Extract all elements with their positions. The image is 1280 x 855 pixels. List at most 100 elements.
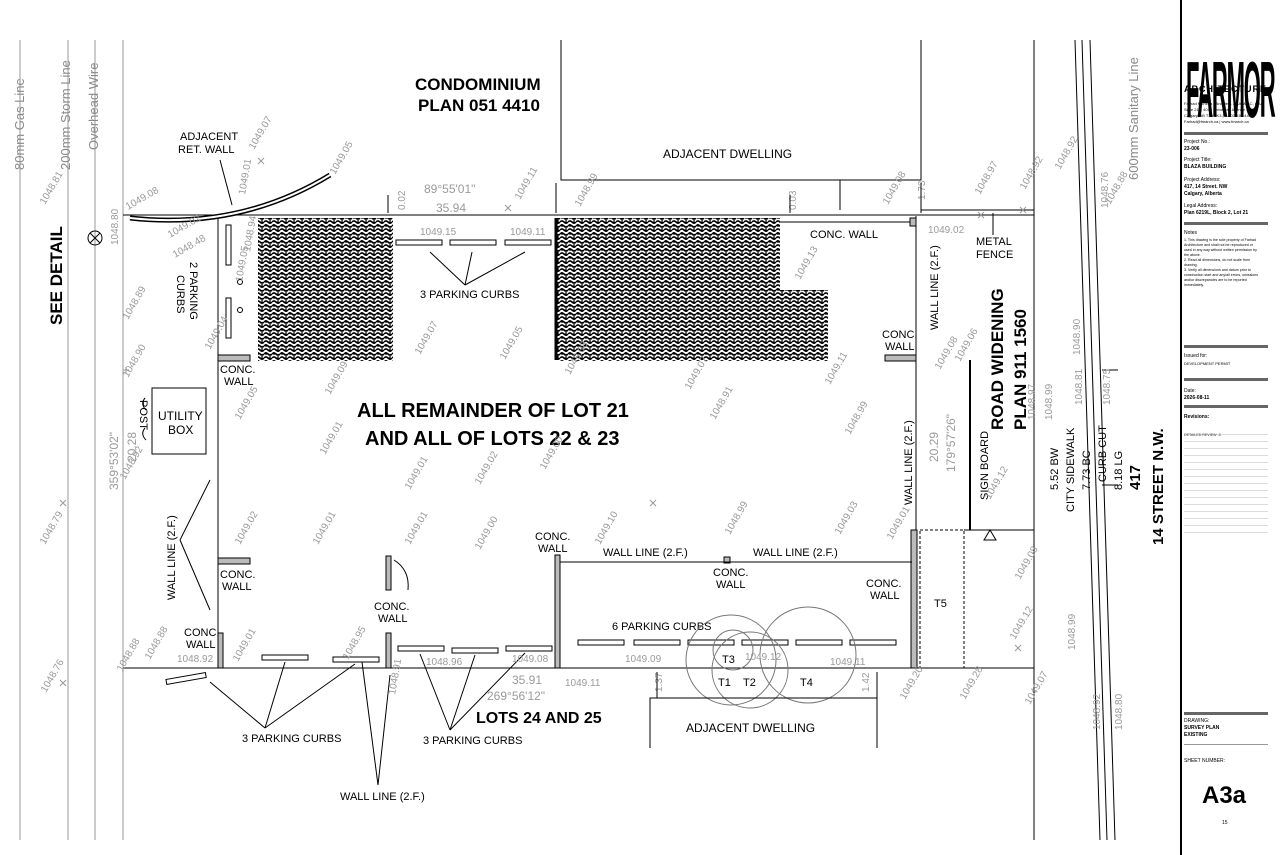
svg-text:1049.11: 1049.11 [510,227,546,238]
parking-3-curbs-mid-label: 3 PARKING CURBS [423,735,522,747]
dim-0-02: 0.02 [397,190,408,210]
post-label: POST [137,400,149,430]
dim-right-bearing: 179°57'26" [944,414,958,472]
tree-t5-label: T5 [934,598,947,610]
svg-text:1049.02: 1049.02 [473,449,501,486]
sheet-number: A3a [1202,782,1247,809]
curb-cut-label: CURB CUT [1097,425,1109,482]
svg-text:1049.10: 1049.10 [593,509,621,546]
note-line-2: Architecture and shall not be reproduced… [1184,243,1253,247]
svg-text:1048.92: 1048.92 [1018,154,1046,191]
wall-line-right-label-1: WALL LINE (2.F.) [929,245,941,330]
svg-text:1049.00: 1049.00 [473,514,501,551]
tree-t4-label: T4 [800,677,813,689]
svg-text:1049.01: 1049.01 [885,504,913,541]
note-line-1: 1. This drawing is the sole property of … [1184,238,1257,242]
conc-wall-label-3b: WALL [222,581,252,593]
conc-wall-label-5b: WALL [378,613,408,625]
svg-text:1048.92: 1048.92 [1092,693,1103,730]
svg-text:1048.80: 1048.80 [1114,693,1125,730]
conc-wall-label-3a: CONC. [220,569,255,581]
drawing-label: DRAWING: [1184,718,1210,724]
sheet-count: 15 [1222,820,1228,826]
svg-text:1048.96: 1048.96 [426,657,463,668]
firm-subtitle: ARCHITECTURE [1184,84,1267,94]
note-line-5: 2. Read all dimensions, do not scale fro… [1184,258,1250,262]
sheet-number-label: SHEET NUMBER: [1184,758,1226,764]
svg-text:1049.01: 1049.01 [403,454,431,491]
svg-text:1048.99: 1048.99 [1044,383,1055,420]
firm-line-1: Farhad Morteza · Architect, AAA, AIBC, O… [1184,101,1264,106]
svg-text:1049.08: 1049.08 [512,654,549,665]
city-sidewalk-label: CITY SIDEWALK [1065,427,1077,512]
utility-box-label-2: BOX [168,423,193,437]
svg-text:1049.11: 1049.11 [513,165,540,202]
conc-wall-label-6a: CONC. [535,531,570,543]
svg-text:1048.79: 1048.79 [38,509,66,546]
parking-6-curbs-label: 6 PARKING CURBS [612,621,711,633]
svg-text:1049.08: 1049.08 [1013,544,1041,581]
dim-left-bearing: 359°53'02" [107,432,121,490]
firm-line-2: Suite 215, 4015 University Avenue NW [1184,107,1253,112]
svg-text:1049.05: 1049.05 [234,245,251,283]
svg-text:1049.08: 1049.08 [881,169,909,206]
project-no: 23-006 [1184,146,1200,152]
note-line-10: immediately. [1184,283,1204,287]
svg-text:1049.28: 1049.28 [958,664,986,701]
see-detail-label: SEE DETAIL [47,226,66,325]
parking-3-curbs-left-label: 3 PARKING CURBS [242,733,341,745]
conc-wall-label-8b: WALL [870,590,900,602]
project-title-label: Project Title: [1184,157,1212,163]
svg-text:1049.05: 1049.05 [233,384,261,421]
tree-t3-label: T3 [722,654,735,666]
svg-text:1049.15: 1049.15 [420,227,457,238]
wall-line-bottom-label: WALL LINE (2.F.) [340,791,425,803]
firm-logo: FARMOR [1186,8,1276,136]
svg-text:1048.89: 1048.89 [121,284,149,321]
dim-bottom-length: 35.91 [512,673,542,687]
conc-wall-label-2b: WALL [885,341,915,353]
svg-text:1048.90: 1048.90 [1072,318,1083,355]
overhead-wire-label: Overhead Wire [86,63,101,150]
bc-label: 7.73 BC [1081,450,1093,490]
revision-1: DETAILED REVIEW -3 [1184,433,1221,437]
utility-box [151,387,207,455]
concrete-walls [217,354,918,669]
svg-text:1048.95: 1048.95 [341,624,369,661]
note-line-8: construction start and any/all errors, o… [1184,273,1259,277]
street-lines [1033,39,1118,841]
svg-text:1049.11: 1049.11 [565,678,601,689]
tree-t2-label: T2 [743,677,756,689]
title-block [1180,0,1280,855]
svg-text:1049.12: 1049.12 [1008,604,1036,641]
conc-wall-label-7b: WALL [716,579,746,591]
note-line-4: the above. [1184,253,1201,257]
conc-wall-label-4b: WALL [186,639,216,651]
dim-right-length: 20.29 [927,432,941,462]
svg-text:1049.01: 1049.01 [318,419,346,456]
conc-wall-label-8a: CONC. [866,578,901,590]
parking-3-curbs-top-label: 3 PARKING CURBS [420,289,519,301]
drawing-name-2: EXISTING [1184,732,1208,738]
svg-text:1049.07: 1049.07 [1023,669,1051,706]
note-line-6: drawing. [1184,263,1198,267]
svg-text:1048.76: 1048.76 [1100,171,1111,208]
road-plan-label: PLAN 911 1560 [1011,309,1030,430]
conc-wall-label-5a: CONC. [374,601,409,613]
svg-text:1049.09: 1049.09 [625,654,662,665]
parking-2-curbs-label-1: 2 PARKING [187,262,199,320]
dim-bottom-bearing: 269°56'12" [487,689,545,703]
condo-title: CONDOMINIUM [415,75,541,94]
street-name-label: 14 STREET N.W. [1150,428,1167,545]
svg-text:1049.07: 1049.07 [413,319,441,356]
svg-text:1049.07: 1049.07 [247,114,275,151]
dim-0-03: 0.03 [788,190,799,210]
note-line-7: 3. Verify all dimensions and datum prior… [1184,268,1251,272]
firm-line-4: Farhad@fmarch.ca | www.fmarch.ca [1184,119,1249,124]
adjacent-dwelling-bottom-label: ADJACENT DWELLING [686,721,815,735]
gas-line-label: 80mm Gas Line [12,78,27,170]
bw-label: 5.52 BW [1049,447,1061,490]
condo-plan: PLAN 051 4410 [418,96,540,115]
lot-main-line-2: AND ALL OF LOTS 22 & 23 [365,428,619,450]
wall-line-mid-label-1: WALL LINE (2.F.) [603,547,688,559]
